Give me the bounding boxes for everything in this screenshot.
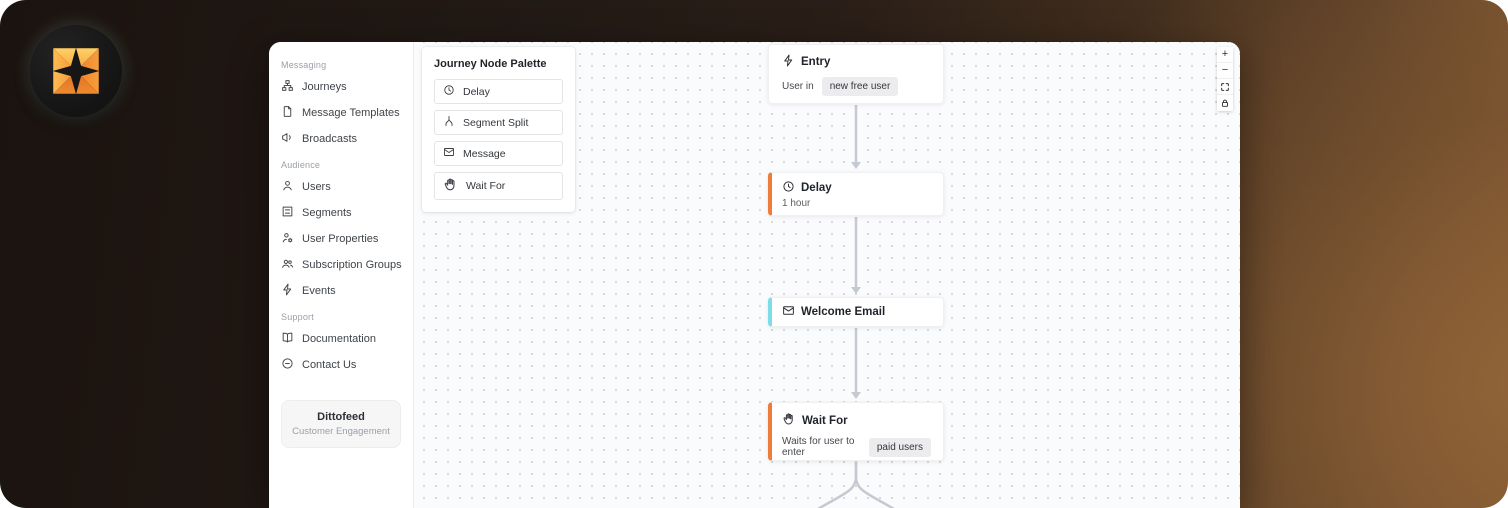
palette-item-wait-for[interactable]: Wait For xyxy=(434,172,563,200)
journey-canvas[interactable]: Journey Node Palette Delay Segment Split… xyxy=(413,42,1240,508)
palette-item-segment-split[interactable]: Segment Split xyxy=(434,110,563,135)
sidebar-item-segments[interactable]: Segments xyxy=(281,200,401,226)
node-title: Welcome Email xyxy=(801,306,886,318)
events-icon xyxy=(281,283,294,299)
broadcasts-icon xyxy=(281,131,294,147)
contact-icon xyxy=(281,357,294,373)
zoom-out-button[interactable]: − xyxy=(1217,63,1233,79)
subscription-groups-icon xyxy=(281,257,294,273)
palette-item-label: Delay xyxy=(463,85,490,98)
dittofeed-logo-icon xyxy=(52,47,100,95)
palette-item-label: Segment Split xyxy=(463,116,529,129)
sidebar-item-users[interactable]: Users xyxy=(281,174,401,200)
sidebar-item-message-templates[interactable]: Message Templates xyxy=(281,100,401,126)
sidebar-section-audience: Audience xyxy=(281,160,321,170)
brand-card: Dittofeed Customer Engagement xyxy=(281,400,401,448)
journey-node-palette: Journey Node Palette Delay Segment Split… xyxy=(422,47,575,212)
palette-item-delay[interactable]: Delay xyxy=(434,79,563,104)
palette-item-message[interactable]: Message xyxy=(434,141,563,166)
sidebar-item-journeys[interactable]: Journeys xyxy=(281,74,401,100)
node-entry[interactable]: Entry User in new free user xyxy=(768,44,944,104)
sidebar-item-label: Contact Us xyxy=(302,359,357,371)
sidebar-section-messaging: Messaging xyxy=(281,60,327,70)
user-icon xyxy=(281,179,294,195)
node-body-text: User in xyxy=(782,81,814,92)
clock-icon xyxy=(782,180,795,196)
split-icon xyxy=(443,115,455,130)
app-window: Messaging Journeys Message Templates Bro… xyxy=(269,42,1240,508)
node-delay-subtitle: 1 hour xyxy=(782,198,811,209)
node-delay-header: Delay xyxy=(782,180,931,196)
brand-name: Dittofeed xyxy=(317,411,365,423)
lock-icon xyxy=(1222,99,1228,107)
fit-view-icon xyxy=(1221,82,1229,91)
sidebar-item-label: Documentation xyxy=(302,333,376,345)
palette-item-label: Message xyxy=(463,147,506,160)
sidebar-item-label: Broadcasts xyxy=(302,133,358,145)
mail-icon xyxy=(782,304,795,320)
sidebar: Messaging Journeys Message Templates Bro… xyxy=(269,42,413,508)
sidebar-item-documentation[interactable]: Documentation xyxy=(281,326,401,352)
node-title: Entry xyxy=(801,56,831,68)
sidebar-item-events[interactable]: Events xyxy=(281,278,401,304)
node-welcome-email[interactable]: Welcome Email xyxy=(768,297,944,327)
node-delay[interactable]: Delay 1 hour xyxy=(768,172,944,216)
hand-icon xyxy=(782,412,796,429)
documentation-icon xyxy=(281,331,294,347)
sidebar-item-label: Users xyxy=(302,181,331,193)
hand-icon xyxy=(443,177,458,195)
sidebar-item-label: Events xyxy=(302,285,336,297)
flow-controls: + − xyxy=(1217,47,1233,111)
sidebar-item-contact-us[interactable]: Contact Us xyxy=(281,352,401,378)
message-templates-icon xyxy=(281,105,294,121)
zap-icon xyxy=(782,54,795,70)
sidebar-item-subscription-groups[interactable]: Subscription Groups xyxy=(281,252,402,278)
sidebar-item-label: User Properties xyxy=(302,233,379,245)
node-email-header: Welcome Email xyxy=(782,304,885,320)
node-wait-body: Waits for user to enter paid users xyxy=(782,436,931,458)
segment-badge[interactable]: paid users xyxy=(868,437,931,457)
sidebar-item-user-properties[interactable]: User Properties xyxy=(281,226,401,252)
node-entry-body: User in new free user xyxy=(782,77,930,96)
user-properties-icon xyxy=(281,231,294,247)
node-wait-for[interactable]: Wait For Waits for user to enter paid us… xyxy=(768,402,944,461)
sidebar-item-label: Journeys xyxy=(302,81,347,93)
node-wait-header: Wait For xyxy=(782,412,931,429)
mail-icon xyxy=(443,146,455,161)
sidebar-item-broadcasts[interactable]: Broadcasts xyxy=(281,126,401,152)
sidebar-item-label: Segments xyxy=(302,207,352,219)
node-body-text: Waits for user to enter xyxy=(782,436,855,458)
sidebar-item-label: Subscription Groups xyxy=(302,259,402,271)
sidebar-item-label: Message Templates xyxy=(302,107,400,119)
journeys-icon xyxy=(281,79,294,95)
node-title: Delay xyxy=(801,182,832,194)
palette-item-label: Wait For xyxy=(466,180,506,192)
brand-tagline: Customer Engagement xyxy=(292,426,390,437)
zoom-in-button[interactable]: + xyxy=(1217,47,1233,63)
palette-title: Journey Node Palette xyxy=(434,58,547,70)
lock-button[interactable] xyxy=(1217,95,1233,111)
clock-icon xyxy=(443,84,455,99)
segment-badge[interactable]: new free user xyxy=(821,77,899,96)
segments-icon xyxy=(281,205,294,221)
node-entry-header: Entry xyxy=(782,54,930,70)
node-title: Wait For xyxy=(802,414,848,427)
dittofeed-logo xyxy=(30,25,122,117)
sidebar-section-support: Support xyxy=(281,312,314,322)
fit-view-button[interactable] xyxy=(1217,79,1233,95)
